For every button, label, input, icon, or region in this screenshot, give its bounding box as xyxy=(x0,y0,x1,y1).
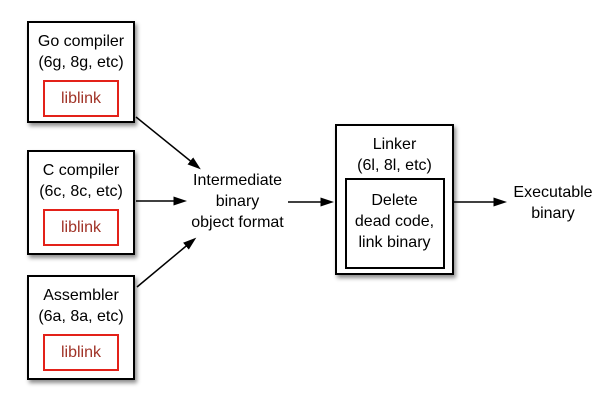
intermediate-line-1: Intermediate xyxy=(193,172,282,189)
intermediate-line-2: binary xyxy=(215,193,260,210)
go-compiler-subtitle: (6g, 8g, etc) xyxy=(38,54,124,71)
executable-line-2: binary xyxy=(531,205,575,222)
c-liblink-box: liblink xyxy=(43,209,119,246)
linker-inner-line-2: dead code, xyxy=(354,213,435,230)
intermediate-line-3: object format xyxy=(191,214,284,231)
assembler-box: Assembler (6a, 8a, etc) liblink xyxy=(27,275,135,380)
linker-inner-box: Delete dead code, link binary xyxy=(344,178,445,269)
linker-inner-line-3: link binary xyxy=(358,234,431,251)
go-compiler-box: Go compiler (6g, 8g, etc) liblink xyxy=(27,21,135,123)
assembler-liblink-box: liblink xyxy=(43,334,119,371)
executable-binary-label: Executable binary xyxy=(505,182,601,224)
arrow-go-to-intermediate xyxy=(135,116,201,170)
linker-title: Linker xyxy=(372,136,417,153)
intermediate-format-label: Intermediate binary object format xyxy=(180,170,295,233)
go-liblink-label: liblink xyxy=(60,90,101,107)
go-liblink-box: liblink xyxy=(43,80,119,117)
linker-subtitle: (6l, 8l, etc) xyxy=(357,157,432,174)
c-liblink-label: liblink xyxy=(60,219,101,236)
c-compiler-title: C compiler xyxy=(42,162,120,179)
assembler-liblink-label: liblink xyxy=(60,344,101,361)
linker-inner-line-1: Delete xyxy=(371,192,418,209)
assembler-title: Assembler xyxy=(43,287,119,304)
c-compiler-subtitle: (6c, 8c, etc) xyxy=(39,183,123,200)
go-compiler-title: Go compiler xyxy=(37,33,125,50)
c-compiler-box: C compiler (6c, 8c, etc) liblink xyxy=(27,150,135,255)
executable-line-1: Executable xyxy=(513,184,593,201)
linker-box: Linker (6l, 8l, etc) Delete dead code, l… xyxy=(335,124,454,275)
assembler-subtitle: (6a, 8a, etc) xyxy=(38,308,124,325)
arrow-assembler-to-intermediate xyxy=(136,237,197,288)
